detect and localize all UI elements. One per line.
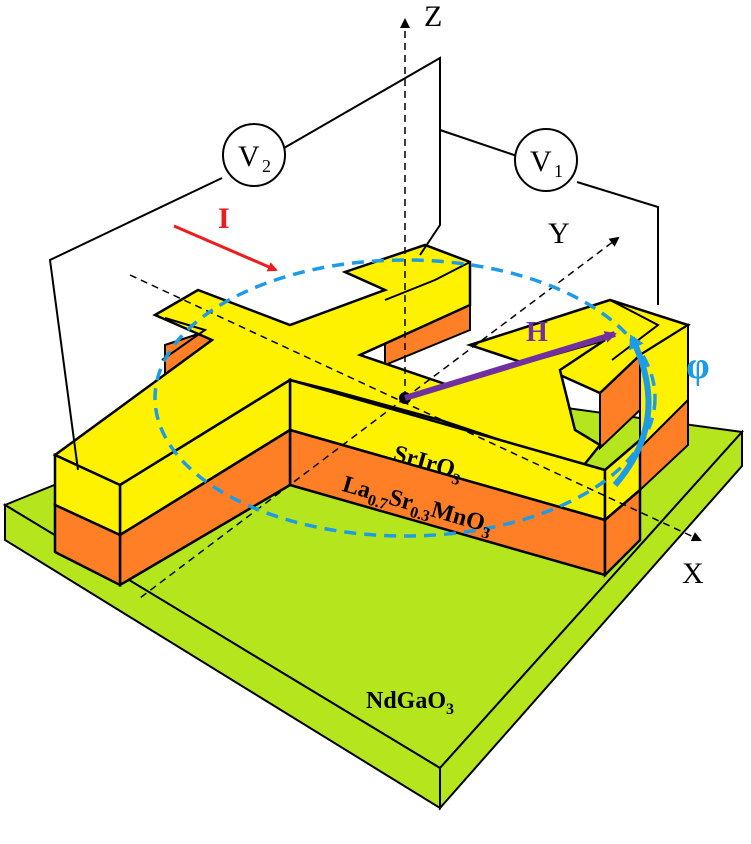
substrate-label: NdGaO3 bbox=[366, 688, 454, 718]
v2-right-wire bbox=[283, 56, 441, 256]
v1-right-wire bbox=[576, 181, 659, 305]
phi-label: φ bbox=[686, 345, 710, 387]
svg-text:La0.7Sr0.3MnO3: La0.7Sr0.3MnO3 bbox=[339, 471, 496, 542]
bottom-layer-sub1: 0.7 bbox=[365, 492, 389, 514]
bottom-layer-sub2: 0.3 bbox=[408, 504, 432, 526]
left-arm-end-orange bbox=[53, 503, 122, 588]
v1-left-wire bbox=[439, 129, 518, 157]
field-arrow bbox=[404, 331, 617, 401]
bottom-layer-label: La0.7Sr0.3MnO3 bbox=[339, 471, 496, 542]
field-label: H bbox=[526, 317, 548, 348]
phi-arrow bbox=[612, 334, 652, 487]
axes bbox=[129, 18, 702, 599]
voltmeter-v2: V 2 bbox=[222, 123, 286, 187]
v2-label-sub: 2 bbox=[262, 156, 271, 176]
x-axis-label: X bbox=[682, 557, 704, 590]
back-center-arm-inner-edge bbox=[384, 261, 471, 301]
wiring bbox=[48, 56, 659, 471]
back-right-arm-inner-edge bbox=[609, 299, 660, 361]
v2-left-wire bbox=[48, 177, 223, 471]
y-axis-label: Y bbox=[548, 217, 570, 250]
y-axis-neg bbox=[139, 397, 406, 599]
z-axis-label: Z bbox=[424, 0, 442, 33]
back-left-arm-inner-edge bbox=[161, 317, 208, 361]
current-arrow bbox=[173, 224, 278, 272]
substrate-subscript: 3 bbox=[446, 701, 454, 718]
substrate-formula: NdGaO bbox=[366, 688, 446, 714]
v1-label-main: V bbox=[530, 145, 552, 178]
rotation-circle bbox=[153, 258, 657, 538]
center-bar-end-orange bbox=[603, 487, 642, 579]
substrate-right-face bbox=[439, 429, 743, 811]
v1-label-sub: 1 bbox=[554, 161, 563, 181]
voltmeter-v1: V 1 bbox=[514, 128, 578, 192]
y-axis bbox=[404, 236, 620, 399]
x-axis bbox=[129, 274, 702, 542]
current-label: I bbox=[218, 202, 230, 235]
v2-label-main: V bbox=[238, 140, 260, 173]
hall-bar-top bbox=[52, 243, 642, 588]
